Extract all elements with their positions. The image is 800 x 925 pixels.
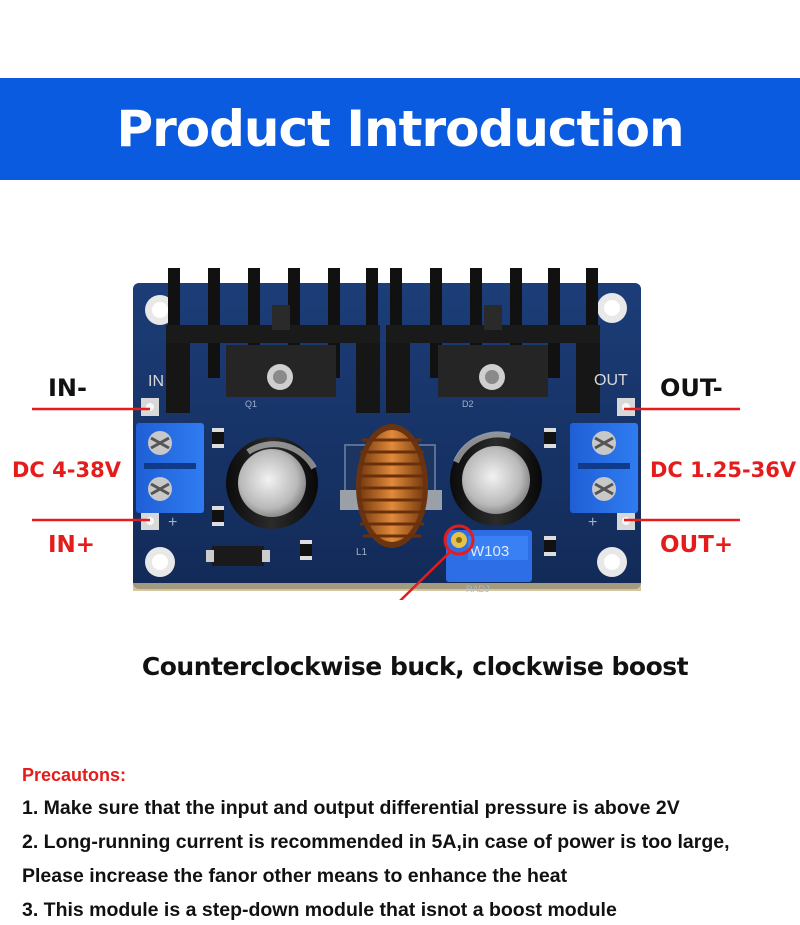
silk-in-label: IN <box>148 373 164 390</box>
silk-l1: L1 <box>356 547 368 558</box>
smd-components <box>206 428 556 566</box>
mounting-hole-icon <box>145 293 627 577</box>
title-banner: Product Introduction <box>0 78 800 180</box>
silk-q1: Q1 <box>245 399 257 409</box>
label-input-range: DC 4-38V <box>12 458 121 482</box>
adjustment-note: Counterclockwise buck, clockwise boost <box>141 652 689 681</box>
page-title: Product Introduction <box>116 100 684 158</box>
capacitor-left <box>226 437 318 529</box>
label-out-plus: OUT+ <box>660 532 734 558</box>
label-in-plus: IN+ <box>48 532 96 558</box>
pot-marking: W103 <box>470 543 509 560</box>
precaution-line-2: 2. Long-running current is recommended i… <box>22 831 730 853</box>
precaution-line-3: Please increase the fanor other means to… <box>22 865 568 887</box>
capacitor-right <box>450 431 542 526</box>
dc-dc-module-photo: IN OUT Q1 D2 L1 + + <box>32 268 740 600</box>
callout-lines <box>32 407 740 600</box>
heatsink-right <box>386 268 600 413</box>
inductor-coil <box>340 424 442 548</box>
potentiometer: W103 RADJ <box>446 530 532 594</box>
label-in-minus: IN- <box>48 374 87 402</box>
precaution-line-4: 3. This module is a step-down module tha… <box>22 899 617 921</box>
silk-radj: RADJ <box>466 584 490 594</box>
heatsink-left <box>166 268 380 413</box>
label-out-minus: OUT- <box>660 374 723 402</box>
label-output-range: DC 1.25-36V <box>650 458 797 482</box>
input-screw-terminal <box>136 423 204 513</box>
silk-d2: D2 <box>462 399 474 409</box>
silk-plus-left: + <box>168 514 177 531</box>
adjust-screw-highlight <box>443 524 475 556</box>
precautions-heading: Precautons: <box>22 765 127 785</box>
silk-plus-right: + <box>588 514 597 531</box>
silk-out-label: OUT <box>594 372 628 389</box>
output-screw-terminal <box>570 423 638 513</box>
precaution-line-1: 1. Make sure that the input and output d… <box>22 797 680 819</box>
